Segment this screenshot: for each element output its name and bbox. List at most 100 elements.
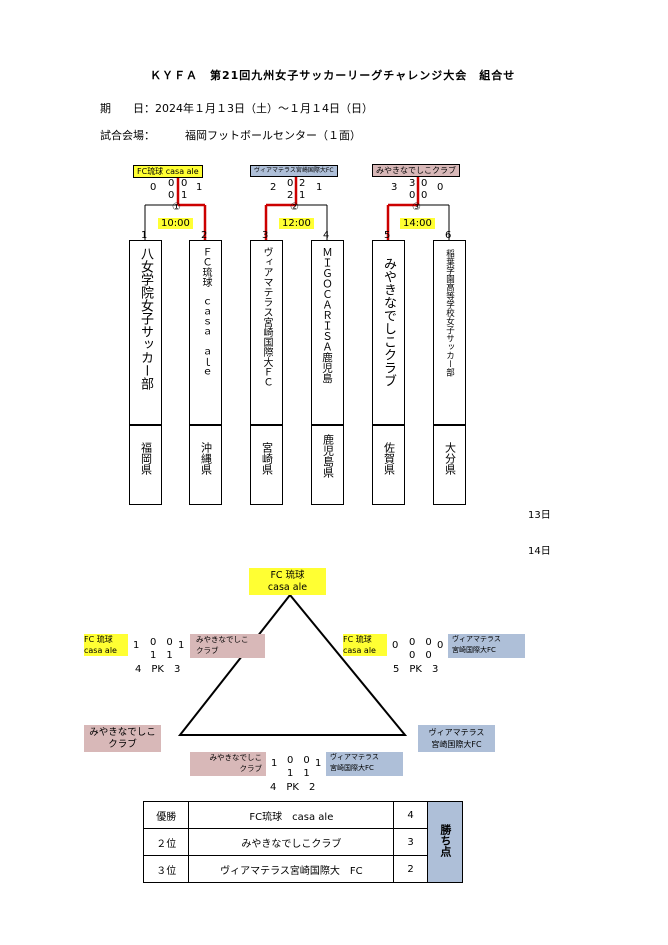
match1-winner-label: FC琉球 casa ale [133, 165, 203, 178]
match2-half1-left: 0 [287, 178, 294, 189]
team6-pref: 大分県 [443, 442, 457, 475]
match2-half1-right: 2 [299, 178, 306, 189]
table-row: 優勝 FC琉球 casa ale 4 勝ち点 [142, 801, 464, 883]
match1-left-score: 0 [150, 182, 157, 193]
team2-pref-box: 沖縄県 [189, 425, 222, 505]
points-cell: 4 [393, 801, 428, 829]
bottom-match-h2: 1 1 [287, 768, 310, 779]
match3-left-score: 3 [391, 182, 398, 193]
team4-name: ＭＩＧＯＣＡＲＩＳＡ鹿児島 [321, 247, 333, 384]
team1-name: 八女学院女子サッカー部 [138, 247, 153, 390]
table-row: ３位 ヴィアマテラス宮崎国際大 FC 2 [142, 855, 463, 883]
bottom-left-team-line2: クラブ [108, 739, 137, 750]
bottom-match-team-b: ヴィアマテラス 宮崎国際大FC [326, 752, 403, 776]
team4-pref-box: 鹿児島県 [311, 425, 344, 505]
team3-name: ヴィアマテラス宮崎国際大ＦＣ [261, 247, 272, 387]
team-cell: FC琉球 casa ale [188, 801, 395, 829]
bottom-left-team-line1: みやきなでしこ [89, 727, 156, 738]
team5-pref-box: 佐賀県 [372, 425, 405, 505]
team4-name-box: ＭＩＧＯＣＡＲＩＳＡ鹿児島 [311, 240, 344, 425]
day1-label: 13日 [528, 510, 551, 521]
rank-cell: ２位 [142, 828, 190, 856]
top-team-line1: FC 琉球 [270, 570, 305, 581]
match2-winner-label: ヴィアマテラス宮崎国際大FC [250, 165, 338, 177]
match2-right-score: 1 [316, 182, 323, 193]
team2-name: ＦＣ琉球 ｃａｓａ ａｌｅ [200, 247, 211, 377]
bottom-match-team-b-line2: 宮崎国際大FC [330, 764, 374, 772]
match1-half2-right: 1 [181, 190, 188, 201]
team1-name-box: 八女学院女子サッカー部 [129, 240, 162, 425]
bottom-right-team-line2: 宮崎国際大FC [431, 740, 482, 749]
right-match-team-b: ヴィアマテラス 宮崎国際大FC [448, 634, 525, 658]
match3-half1-left: 3 [409, 178, 416, 189]
match3-winner-label: みやきなでしこクラブ [372, 164, 460, 177]
left-match-score-b: 1 [178, 640, 185, 651]
team6-number: 6 [445, 230, 452, 241]
bottom-right-team-line1: ヴィアマテラス [428, 728, 485, 737]
points-cell: 3 [393, 828, 428, 856]
match1-right-score: 1 [196, 182, 203, 193]
right-match-h1: 0 0 [409, 637, 432, 648]
match2-time: 12:00 [279, 218, 314, 229]
left-match-h2: 1 1 [150, 650, 173, 661]
match1-half1-left: 0 [168, 178, 175, 189]
match2-half2-left: 2 [287, 190, 294, 201]
bottom-right-team-box: ヴィアマテラス 宮崎国際大FC [418, 725, 495, 752]
team6-name: 稲葉学園高等学校女子サッカー部 [444, 249, 455, 377]
match1-half2-left: 0 [168, 190, 175, 201]
left-match-team-a-line2: casa ale [84, 646, 117, 655]
page-title: ＫＹＦＡ 第21回九州女子サッカーリーグチャレンジ大会 組合せ [150, 69, 516, 82]
team-cell: みやきなでしこクラブ [188, 828, 395, 856]
left-match-team-a-line1: FC 琉球 [84, 635, 113, 644]
right-match-team-b-line1: ヴィアマテラス [452, 635, 501, 643]
top-team-line2: casa ale [267, 582, 308, 593]
team3-number: 3 [262, 230, 269, 241]
bottom-match-team-a-line1: みやきなでしこ [209, 753, 263, 762]
team2-number: 2 [201, 230, 208, 241]
team1-pref-box: 福岡県 [129, 425, 162, 505]
match1-time: 10:00 [158, 218, 193, 229]
left-match-score-a: 1 [133, 640, 140, 651]
points-header: 勝ち点 [426, 801, 464, 883]
right-match-team-a-line2: casa ale [343, 646, 376, 655]
venue-name: 福岡フットボールセンター（１面） [185, 129, 361, 142]
top-team-box: FC 琉球 casa ale [249, 568, 326, 595]
match2-number: ② [290, 202, 299, 213]
team4-number: 4 [323, 230, 330, 241]
team3-pref: 宮崎県 [260, 442, 274, 475]
right-match-score-a: 0 [392, 640, 399, 651]
left-match-pk: 4 PK 3 [135, 664, 181, 675]
left-match-h1: 0 0 [150, 637, 173, 648]
match3-half2-right: 0 [421, 190, 428, 201]
bottom-match-score-b: 1 [315, 758, 322, 769]
right-match-h2: 0 0 [409, 650, 432, 661]
bottom-match-h1: 0 0 [287, 755, 310, 766]
match3-number: ③ [412, 202, 421, 213]
day2-label: 14日 [528, 546, 551, 557]
team6-name-box: 稲葉学園高等学校女子サッカー部 [433, 240, 466, 425]
team6-pref-box: 大分県 [433, 425, 466, 505]
team1-number: 1 [141, 230, 148, 241]
points-label: 勝ち点 [438, 824, 452, 857]
left-match-team-b-line1: みやきなでしこ [196, 635, 249, 644]
bottom-match-pk: 4 PK 2 [270, 782, 316, 793]
event-date: 期 日：2024年１月１3日（土）～１月１4日（日） [100, 102, 373, 115]
match1-number: ① [172, 202, 181, 213]
right-match-pk: 5 PK 3 [393, 664, 439, 675]
right-match-team-a: FC 琉球 casa ale [343, 634, 387, 656]
bottom-match-team-b-line1: ヴィアマテラス [330, 753, 379, 761]
team3-pref-box: 宮崎県 [250, 425, 283, 505]
right-match-team-a-line1: FC 琉球 [343, 635, 372, 644]
bottom-match-team-a: みやきなでしこ クラブ [190, 752, 266, 776]
team5-number: 5 [384, 230, 391, 241]
match3-right-score: 0 [437, 182, 444, 193]
bottom-match-score-a: 1 [271, 758, 278, 769]
rank-cell: 優勝 [142, 801, 190, 829]
left-match-team-b: みやきなでしこ クラブ [190, 634, 265, 658]
results-table: 優勝 FC琉球 casa ale 4 勝ち点 ２位 みやきなでしこクラブ 3 ３… [142, 801, 464, 883]
right-match-team-b-line2: 宮崎国際大FC [452, 646, 496, 654]
match2-half2-right: 1 [299, 190, 306, 201]
left-match-team-a: FC 琉球 casa ale [84, 634, 128, 656]
team5-pref: 佐賀県 [382, 442, 396, 475]
